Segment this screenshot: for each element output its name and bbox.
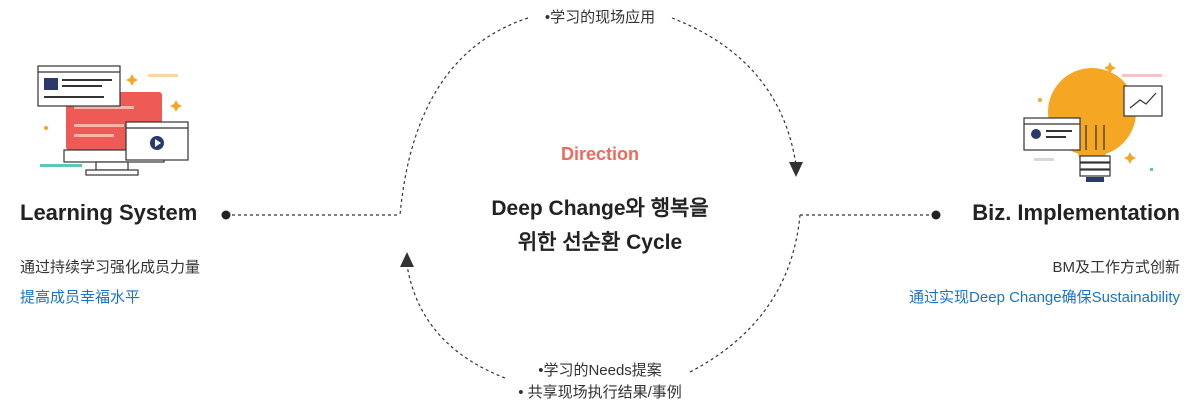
- learning-system-subtitle-1: 通过持续学习强化成员力量: [20, 259, 201, 276]
- center-title-line-2: 위한 선순환 Cycle: [517, 231, 683, 254]
- arc-top-right: [671, 17, 797, 166]
- center-title-line-1: Deep Change와 행복을: [491, 197, 709, 220]
- biz-implementation-subtitle-2: 通过实现Deep Change确保Sustainability: [909, 289, 1180, 306]
- learning-system-title: Learning System: [20, 200, 198, 225]
- biz-implementation-subtitle-1: BM及工作方式创新: [1052, 259, 1180, 276]
- arc-top-left: [399, 17, 529, 216]
- cycle-bottom-label-1: •学习的Needs提案: [538, 362, 662, 379]
- computer-screens-icon: [37, 65, 189, 176]
- direction-label: Direction: [560, 144, 639, 164]
- arc-bottom-left: [406, 264, 506, 379]
- cycle-top-label: •学习的现场应用: [544, 9, 656, 26]
- cycle-center-title: Deep Change와 행복을 위한 선순환 Cycle: [430, 192, 770, 260]
- right-connector-dot: [931, 210, 941, 220]
- arrow-down-right-icon: [789, 162, 803, 177]
- biz-implementation-title: Biz. Implementation: [972, 200, 1180, 225]
- cycle-bottom-labels: •学习的Needs提案 • 共享现场执行结果/事例: [470, 360, 730, 404]
- arrow-up-left-icon: [400, 252, 414, 267]
- learning-system-subtitle-2: 提高成员幸福水平: [20, 289, 141, 306]
- left-connector-dot: [221, 210, 231, 220]
- cycle-bottom-label-2: • 共享现场执行结果/事例: [518, 384, 682, 401]
- lightbulb-icon: [1023, 62, 1163, 182]
- arc-bottom-right: [689, 214, 801, 373]
